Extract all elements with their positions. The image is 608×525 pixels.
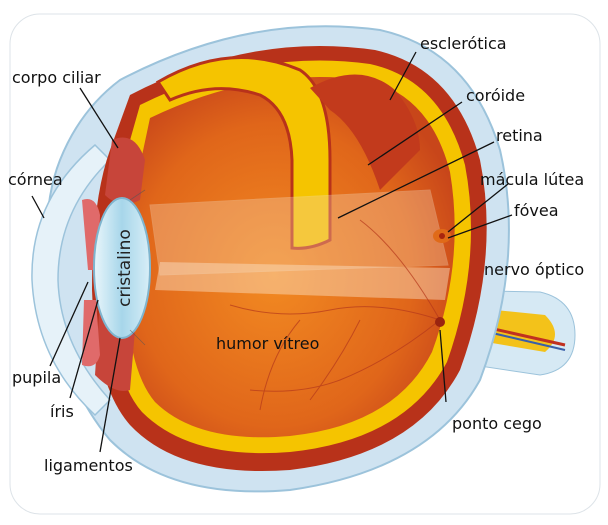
label-choroid: coróide	[466, 88, 525, 104]
label-sclera: esclerótica	[420, 36, 507, 52]
lens-label: cristalino	[115, 229, 135, 307]
label-retina: retina	[496, 128, 543, 144]
label-fovea: fóvea	[514, 203, 559, 219]
label-blind-spot: ponto cego	[452, 416, 542, 432]
label-ligaments: ligamentos	[44, 458, 133, 474]
label-optic-nerve: nervo óptico	[484, 262, 584, 278]
fovea	[439, 233, 445, 239]
label-cornea: córnea	[8, 172, 63, 188]
label-iris: íris	[50, 404, 74, 420]
label-macula: mácula lútea	[480, 172, 584, 188]
label-ciliary: corpo ciliar	[12, 70, 101, 86]
label-vitreous: humor vítreo	[216, 336, 319, 352]
blind-spot	[435, 317, 445, 327]
label-pupil: pupila	[12, 370, 61, 386]
